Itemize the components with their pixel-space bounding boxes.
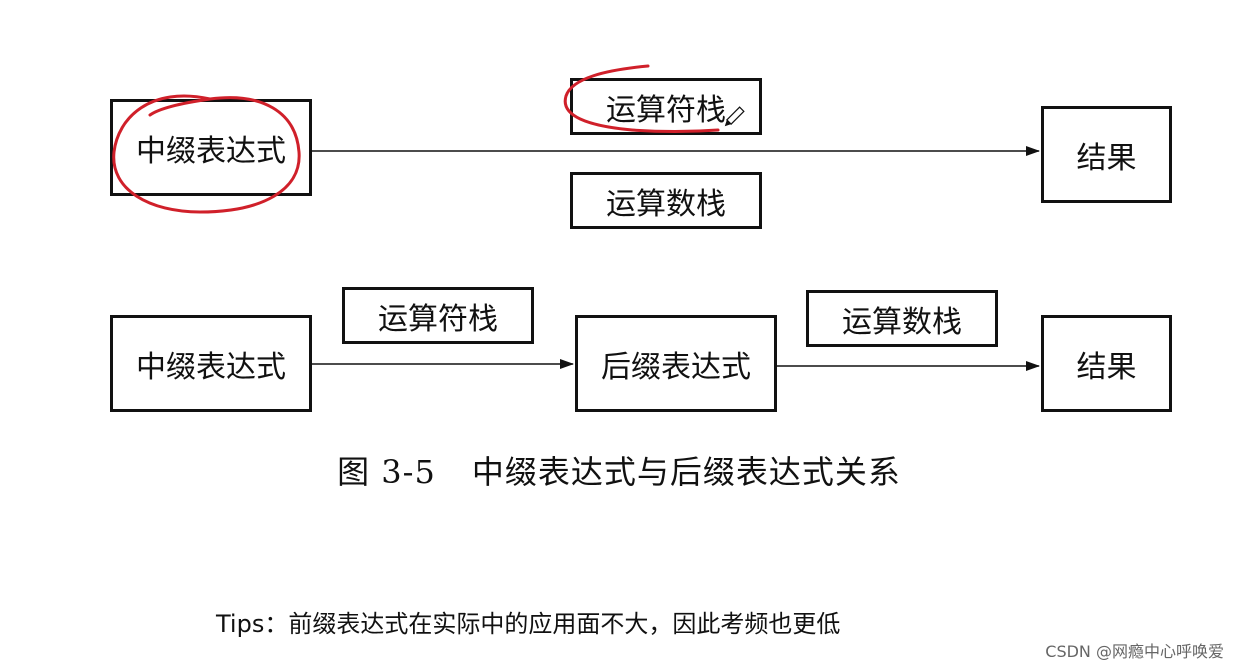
operand-stack-label-2: 运算数栈 — [842, 304, 962, 340]
tips-text: Tips：前缀表达式在实际中的应用面不大，因此考频也更低 — [216, 610, 841, 638]
infix-expression-box-2: 中缀表达式 — [110, 315, 312, 412]
operand-stack-label: 运算数栈 — [606, 186, 726, 222]
figure-title: 中缀表达式与后缀表达式关系 — [471, 453, 901, 491]
operator-stack-label-2: 运算符栈 — [378, 301, 498, 337]
infix-expression-label: 中缀表达式 — [136, 133, 286, 169]
operator-stack-box: 运算符栈 — [570, 78, 762, 135]
infix-expression-label-2: 中缀表达式 — [136, 349, 286, 385]
result-label-2: 结果 — [1076, 349, 1137, 385]
operator-stack-label: 运算符栈 — [606, 92, 726, 128]
operator-stack-box-2: 运算符栈 — [342, 287, 534, 344]
result-box: 结果 — [1041, 106, 1172, 203]
infix-expression-box: 中缀表达式 — [110, 99, 312, 196]
figure-caption: 图 3-5 中缀表达式与后缀表达式关系 — [0, 447, 1238, 493]
operand-stack-box: 运算数栈 — [570, 172, 762, 229]
postfix-expression-label: 后缀表达式 — [601, 349, 751, 385]
watermark-text: CSDN @网瘾中心呼唤爱 — [1045, 642, 1224, 661]
postfix-expression-box: 后缀表达式 — [575, 315, 777, 412]
operand-stack-box-2: 运算数栈 — [806, 290, 998, 347]
figure-number: 图 3-5 — [337, 453, 436, 491]
result-label: 结果 — [1076, 140, 1137, 176]
result-box-2: 结果 — [1041, 315, 1172, 412]
